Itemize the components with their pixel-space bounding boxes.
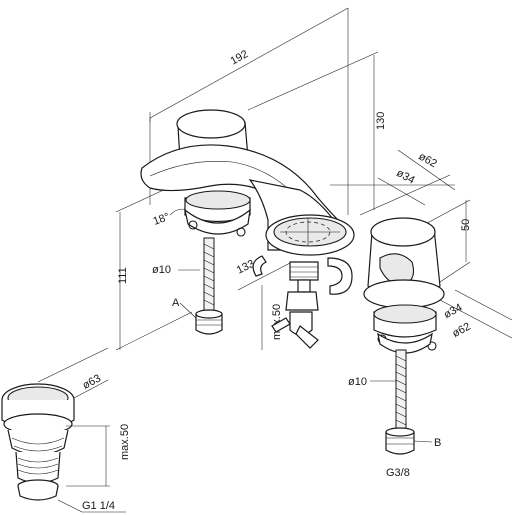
dim-drain-max50-label: max.50 bbox=[119, 424, 131, 460]
dimension-left-hose: ø10 bbox=[152, 264, 200, 276]
dim-o62-right-label: ø62 bbox=[450, 320, 472, 340]
right-hose bbox=[395, 349, 407, 433]
dim-o63-label: ø63 bbox=[81, 372, 103, 392]
dim-o10-left-label: ø10 bbox=[152, 264, 171, 276]
dim-o10-right-label: ø10 bbox=[348, 376, 367, 388]
spout bbox=[140, 144, 355, 349]
dim-o34-top-label: ø34 bbox=[394, 167, 416, 187]
dim-max50-label: max.50 bbox=[271, 304, 283, 340]
dim-111-label: 111 bbox=[117, 267, 129, 284]
dimension-spout-base-diameters: ø62 ø34 bbox=[330, 149, 456, 216]
dimension-spout-height: 130 bbox=[247, 51, 387, 210]
dim-angle-label: 18° bbox=[152, 211, 172, 228]
marker-a: A bbox=[172, 297, 180, 309]
dim-130-label: 130 bbox=[375, 112, 387, 130]
popup-drain: ø63 max.50 G1 1/4 bbox=[1, 347, 131, 513]
right-handle-assembly: B G3/8 bbox=[363, 217, 445, 479]
dim-o34-right-label: ø34 bbox=[442, 302, 464, 322]
left-handle-assembly: A bbox=[172, 109, 251, 335]
dim-192-label: 192 bbox=[228, 48, 250, 67]
marker-b: B bbox=[434, 437, 441, 449]
dimension-drain-max: max.50 bbox=[261, 285, 283, 350]
dimension-angle: 18° bbox=[152, 208, 191, 228]
dimension-base-height: 111 bbox=[115, 179, 193, 351]
dim-o62-top-label: ø62 bbox=[416, 150, 438, 170]
dim-g38-label: G3/8 bbox=[386, 467, 410, 479]
dimension-right-hose: ø10 bbox=[348, 376, 400, 388]
dim-g114-label: G1 1/4 bbox=[82, 500, 115, 512]
dim-50-label: 50 bbox=[460, 219, 472, 231]
